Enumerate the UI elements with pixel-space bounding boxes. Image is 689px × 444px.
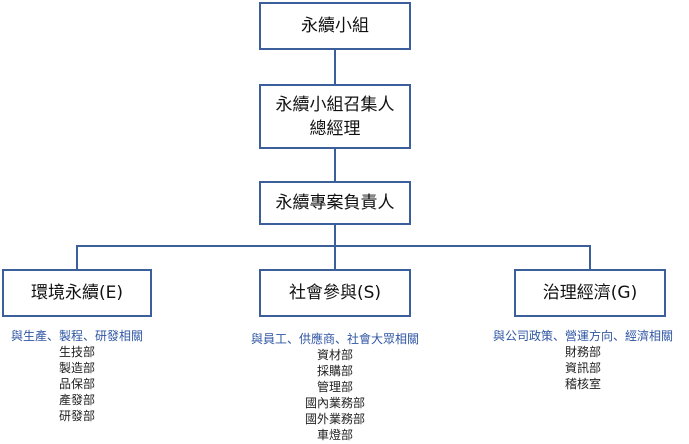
department-item: 採購部 [316,364,353,378]
branch-caption-g: 與公司政策、營運方向、經濟相關 財務部 資訊部 稽核室 [478,328,688,392]
department-item: 生技部 [58,345,95,359]
department-item: 財務部 [564,345,601,359]
branch-caption-e: 與生產、製程、研發相關 生技部 製造部 品保部 產發部 研發部 [0,328,154,424]
project-lead-label: 永續專案負責人 [275,193,395,213]
connector-top-to-convener [334,49,336,84]
convener-title: 永續小組召集人 [275,94,395,115]
department-item: 研發部 [58,409,95,423]
department-item: 車燈部 [316,428,353,442]
department-item: 稽核室 [564,377,601,391]
department-item: 管理部 [316,380,353,394]
caption-title-e: 與生產、製程、研發相關 [10,329,143,343]
connector-lead-to-bus [334,224,336,246]
connector-bus-to-s [334,245,336,269]
department-item: 國內業務部 [304,396,365,410]
branch-box-s: 社會參與(S) [259,269,411,317]
branch-caption-s: 與員工、供應商、社會大眾相關 資材部 採購部 管理部 國內業務部 國外業務部 車… [225,331,445,443]
department-item: 製造部 [58,361,95,375]
branch-box-e: 環境永續(E) [2,269,152,317]
branch-title-s: 社會參與(S) [288,283,382,303]
project-lead-box: 永續專案負責人 [259,181,411,225]
caption-title-g: 與公司政策、營運方向、經濟相關 [492,329,673,343]
department-item: 產發部 [58,393,95,407]
branch-title-e: 環境永續(E) [30,283,123,303]
connector-convener-to-lead [334,148,336,181]
connector-bus-to-g [589,245,591,269]
top-group-box: 永續小組 [259,2,411,50]
branch-box-g: 治理經濟(G) [514,269,666,317]
department-item: 品保部 [58,377,95,391]
connector-bus-to-e [76,245,78,269]
department-item: 資訊部 [564,361,601,375]
branch-title-g: 治理經濟(G) [542,283,638,303]
top-group-label: 永續小組 [301,16,369,36]
caption-title-s: 與員工、供應商、社會大眾相關 [250,332,419,346]
department-item: 國外業務部 [304,412,365,426]
convener-box: 永續小組召集人 總經理 [259,84,411,149]
connector-horizontal-bus [76,245,591,247]
department-item: 資材部 [316,348,353,362]
convener-role: 總經理 [309,118,361,139]
